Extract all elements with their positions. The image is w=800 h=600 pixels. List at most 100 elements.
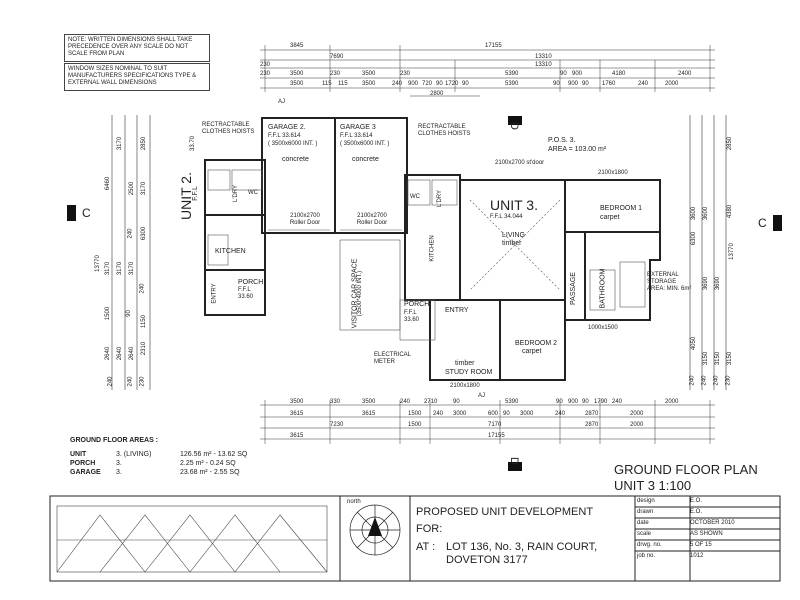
bedroom2-floor: carpet <box>522 348 542 355</box>
passage-label: PASSAGE <box>569 272 577 305</box>
field-row: drwg. no.5 OF 15 <box>637 542 780 553</box>
porch-right-val: 33.60 <box>404 317 420 323</box>
dim-bot-2k: 2000 <box>630 411 644 417</box>
dim-right-13: 240 <box>689 375 696 386</box>
kitchen-right: KITCHEN <box>429 235 436 262</box>
porch-left-val: 33.60 <box>238 294 254 300</box>
dim-bot-1f: 90 <box>453 399 460 405</box>
dim-top-2a: 7690 <box>330 54 344 60</box>
dim-top-3b: 13310 <box>535 62 552 68</box>
section-c-right-label: C <box>758 216 767 230</box>
section-d-bottom-label: D <box>507 457 520 465</box>
area-num: 3. <box>116 469 122 476</box>
left-dims: 3170 2850 6460 2500 3170 240 6300 13770 … <box>94 136 158 390</box>
dim-top-5p: 240 <box>638 81 649 87</box>
area-row: GARAGE 3. 23.68 m² - 2.55 SQ <box>70 468 300 477</box>
right-dims: 2850 3600 3600 4380 6300 13770 3690 3690… <box>682 137 742 390</box>
dim-left-21: 240 <box>127 376 134 387</box>
dim-left-5: 3170 <box>141 181 148 196</box>
dim-top-1a: 3845 <box>290 43 304 49</box>
concrete-1: concrete <box>282 156 309 163</box>
dim-top-5m: 900 <box>568 81 579 87</box>
section-d-top-label: D <box>507 122 520 130</box>
aj-top: AJ <box>278 99 286 105</box>
dim-right-14: 240 <box>701 375 708 386</box>
address-line-1: LOT 136, No. 3, RAIN COURT, <box>446 541 598 553</box>
dim-bot-4a: 3615 <box>290 433 304 439</box>
dim-bot-1j: 90 <box>582 399 589 405</box>
dim-top-5e: 240 <box>392 81 403 87</box>
porch-left: PORCH <box>238 279 264 286</box>
lndry-right: L'DRY <box>437 189 444 208</box>
address-line-2: DOVETON 3177 <box>446 554 528 566</box>
dim-top-5f: 900 <box>408 81 419 87</box>
dim-right-12: 3150 <box>727 351 734 366</box>
dim-left-22: 230 <box>139 376 146 387</box>
dim-left-4: 2500 <box>129 181 136 196</box>
project-title: PROPOSED UNIT DEVELOPMENT <box>416 506 594 518</box>
dim-left-14: 90 <box>125 310 132 317</box>
dim-bot-3d: 2870 <box>585 422 599 428</box>
dim-top-5c: 115 <box>338 81 348 87</box>
section-c-right-marker <box>773 215 782 231</box>
dim-top-4f: 5390 <box>505 71 519 77</box>
dim-right-7: 3690 <box>703 276 710 291</box>
entry-left: ENTRY <box>211 283 218 304</box>
dim-bot-2e: 3000 <box>453 411 467 417</box>
dim-left-10: 3170 <box>117 261 124 276</box>
area-name: PORCH <box>70 460 96 467</box>
section-c-left-label: C <box>82 206 91 220</box>
dim-bot-1h: 90 <box>556 399 563 405</box>
section-d-top-marker <box>508 116 522 125</box>
north-label: north <box>347 499 361 505</box>
ground-floor-areas: GROUND FLOOR AREAS : UNIT 3. (LIVING) 12… <box>70 436 300 477</box>
garage3-ffl: F.F.L 33.614 <box>340 133 373 139</box>
bedroom1-label: BEDROOM 1 <box>600 205 643 212</box>
dim-left-16: 2640 <box>105 346 112 361</box>
kitchen-left: KITCHEN <box>215 248 246 255</box>
dim-left-3: 6460 <box>105 176 112 191</box>
dim-top-5o: 1760 <box>602 81 616 87</box>
bedroom2-label: BEDROOM 2 <box>515 340 558 347</box>
dim-bot-1b: 330 <box>330 399 341 405</box>
dim-bot-2j: 2870 <box>585 411 599 417</box>
dim-top-5h: 90 <box>436 81 443 87</box>
study-label: STUDY ROOM <box>445 369 493 376</box>
unit3-ffl: F.F.L 34.044 <box>490 214 523 220</box>
garage3-int: ( 3500x6000 INT. ) <box>340 141 390 147</box>
roller-door-2: 2100x2700 Roller Door <box>356 213 388 226</box>
dim-left-13: 1500 <box>105 306 112 321</box>
window-bed1: 2100x1800 <box>598 170 628 176</box>
dim-right-2: 3600 <box>691 206 698 221</box>
dim-top-5j: 90 <box>462 81 469 87</box>
dim-top-5a: 3500 <box>290 81 304 87</box>
area-name: UNIT <box>70 451 87 458</box>
field-key: drawn <box>637 509 654 515</box>
pos-area: AREA = 103.00 m² <box>548 146 607 153</box>
field-key: scale <box>637 531 652 537</box>
plan-title: GROUND FLOOR PLAN <box>614 462 758 477</box>
unit2-ffl: F.F.L <box>191 186 199 201</box>
dim-top-5i: 1720 <box>445 81 459 87</box>
wc-right: WC <box>410 194 420 200</box>
dim-left-9: 3170 <box>105 261 112 276</box>
dim-bot-1l: 240 <box>612 399 623 405</box>
dim-left-8: 13770 <box>94 255 101 272</box>
unit3-label: UNIT 3. <box>490 197 538 213</box>
garage3-label: GARAGE 3 <box>340 124 376 131</box>
dim-bot-3b: 1500 <box>408 422 422 428</box>
dim-left-2: 2850 <box>141 136 148 151</box>
field-value: E.O. <box>690 509 703 515</box>
dim-bot-2h: 3000 <box>520 411 534 417</box>
dim-top-4b: 3500 <box>290 71 304 77</box>
dim-bot-3e: 2000 <box>630 422 644 428</box>
dim-right-8: 3690 <box>715 276 722 291</box>
section-c-left-marker <box>67 205 76 221</box>
field-value: 1012 <box>690 553 704 559</box>
field-value: OCTOBER 2010 <box>690 520 735 526</box>
lndry-left: L'DRY <box>233 184 240 203</box>
dim-right-6: 13770 <box>728 243 735 260</box>
dim-top-4h: 900 <box>572 71 583 77</box>
